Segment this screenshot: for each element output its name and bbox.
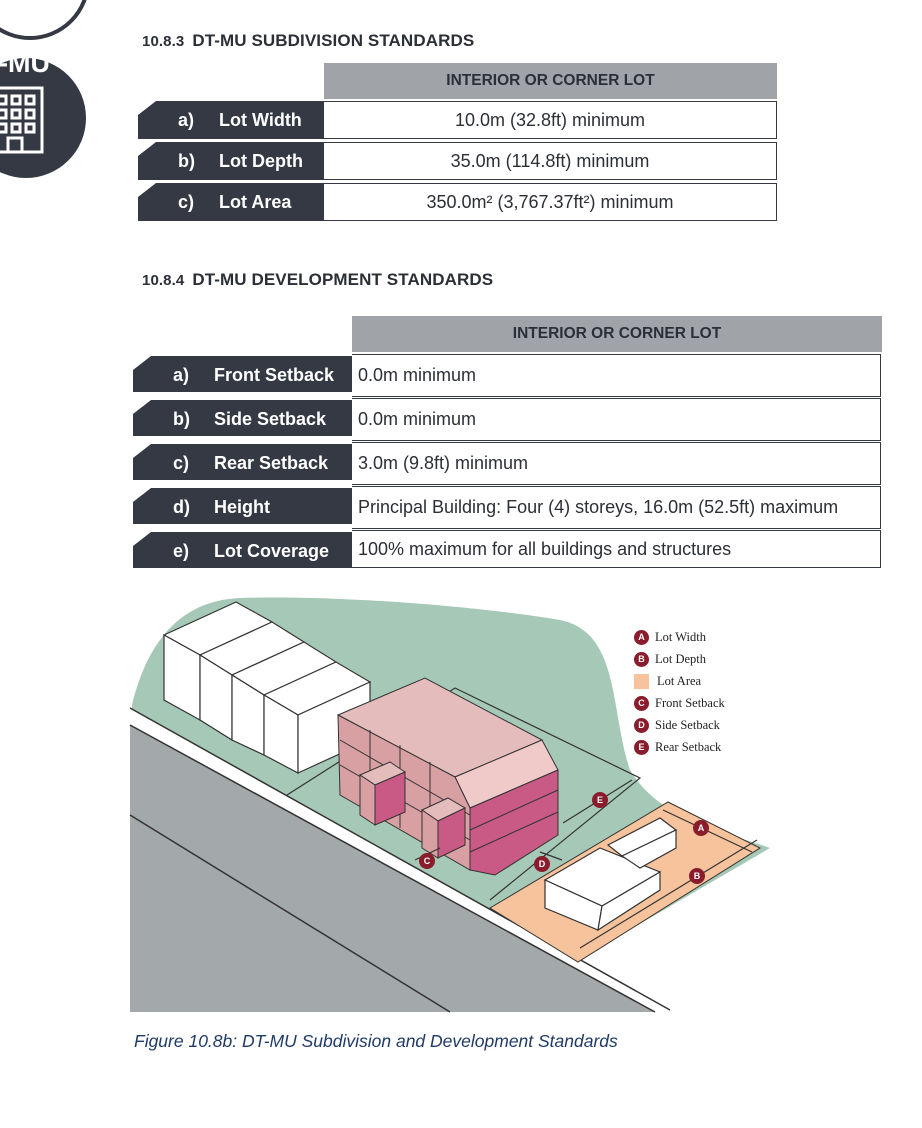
lot-area-swatch-icon [634, 673, 649, 689]
row-value: 100% maximum for all buildings and struc… [352, 530, 881, 568]
building-icon [0, 86, 44, 154]
row-label: b)Side Setback [133, 400, 352, 436]
row-value: 35.0m (114.8ft) minimum [324, 142, 777, 180]
badge-top-circle [0, 0, 87, 40]
subdivision-table-header: INTERIOR OR CORNER LOT [324, 63, 777, 99]
row-label: a)Front Setback [133, 356, 352, 392]
badge-text: T-MU [0, 48, 50, 78]
row-label: e)Lot Coverage [133, 532, 352, 568]
row-value: 10.0m (32.8ft) minimum [324, 101, 777, 139]
table-row: d)Height Principal Building: Four (4) st… [133, 486, 882, 529]
site-diagram: A B C D E [129, 597, 900, 1020]
marker-b: B [689, 868, 705, 884]
row-label: a)Lot Width [138, 101, 324, 139]
main-building [336, 677, 559, 876]
subdivision-title: 10.8.3 DT-MU SUBDIVISION STANDARDS [142, 31, 474, 51]
marker-icon: A [634, 629, 649, 645]
svg-text:E: E [597, 795, 603, 805]
section-heading: DT-MU SUBDIVISION STANDARDS [192, 31, 475, 50]
svg-text:B: B [694, 871, 701, 881]
marker-c: C [419, 853, 435, 869]
table-row: e)Lot Coverage 100% maximum for all buil… [133, 530, 882, 570]
svg-text:C: C [424, 856, 431, 866]
table-row: a)Front Setback 0.0m minimum [133, 354, 882, 397]
marker-icon: C [634, 695, 649, 711]
section-heading: DT-MU DEVELOPMENT STANDARDS [192, 270, 494, 289]
row-label: c)Lot Area [138, 183, 324, 221]
development-title: 10.8.4 DT-MU DEVELOPMENT STANDARDS [142, 270, 493, 290]
row-value: 350.0m² (3,767.37ft²) minimum [324, 183, 777, 221]
row-label: d)Height [133, 488, 352, 524]
marker-icon: E [634, 739, 649, 755]
development-table-header: INTERIOR OR CORNER LOT [352, 316, 882, 352]
legend-item: Lot Area [634, 670, 725, 692]
row-houses [162, 601, 372, 774]
marker-e: E [592, 792, 608, 808]
marker-d: D [534, 856, 550, 872]
table-row: c)Lot Area 350.0m² (3,767.37ft²) minimum [138, 183, 777, 221]
section-number: 10.8.4 [142, 272, 185, 289]
marker-icon: D [634, 717, 649, 733]
zone-badge: T-MU [0, 0, 87, 178]
row-value: 0.0m minimum [352, 354, 881, 397]
section-number: 10.8.3 [142, 33, 185, 50]
row-value: Principal Building: Four (4) storeys, 16… [352, 486, 881, 529]
svg-text:A: A [698, 823, 705, 833]
row-value: 0.0m minimum [352, 398, 881, 441]
svg-text:D: D [539, 859, 546, 869]
table-row: b)Side Setback 0.0m minimum [133, 398, 882, 441]
small-house [543, 817, 678, 932]
row-label: b)Lot Depth [138, 142, 324, 180]
table-row: c)Rear Setback 3.0m (9.8ft) minimum [133, 442, 882, 485]
marker-icon: B [634, 651, 649, 667]
row-value: 3.0m (9.8ft) minimum [352, 442, 881, 485]
table-row: a)Lot Width 10.0m (32.8ft) minimum [138, 101, 777, 139]
row-label: c)Rear Setback [133, 444, 352, 480]
figure-caption: Figure 10.8b: DT-MU Subdivision and Deve… [134, 1031, 618, 1051]
table-row: b)Lot Depth 35.0m (114.8ft) minimum [138, 142, 777, 180]
marker-a: A [693, 820, 709, 836]
